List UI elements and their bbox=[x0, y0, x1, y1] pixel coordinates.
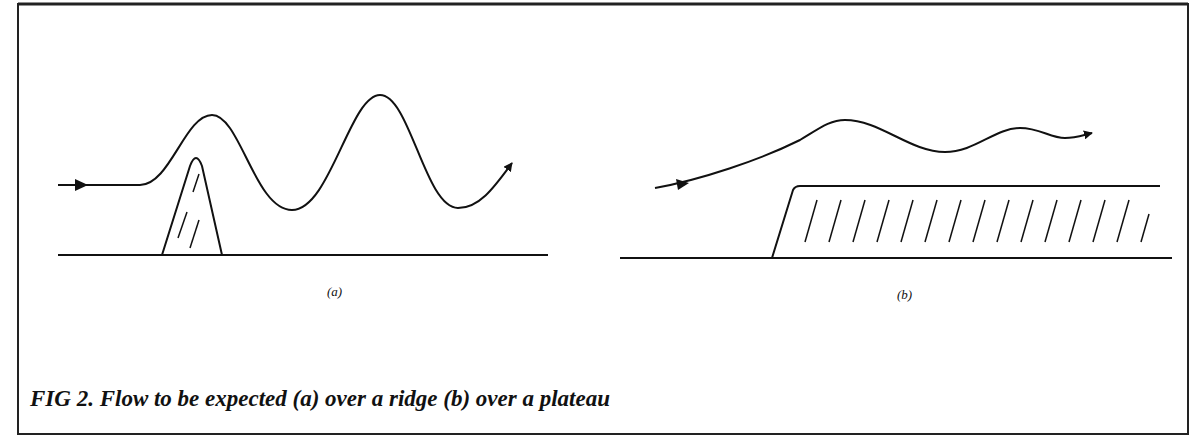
figure-part-label: (b) bbox=[897, 287, 912, 303]
flow-line bbox=[655, 120, 1092, 188]
ground-line bbox=[620, 257, 1172, 259]
ridge-outline bbox=[162, 158, 222, 255]
ground-line bbox=[58, 254, 548, 256]
frame-top bbox=[18, 3, 1188, 6]
flow-arrowhead bbox=[676, 179, 689, 190]
figure-caption: FIG 2. Flow to be expected (a) over a ri… bbox=[30, 386, 610, 412]
flow-arrowhead bbox=[75, 179, 88, 191]
ridge-hatching bbox=[178, 174, 199, 248]
plateau-hatching bbox=[805, 200, 1149, 242]
ridge-figure bbox=[58, 95, 548, 255]
plateau-outline bbox=[772, 186, 1160, 258]
figure-frame bbox=[18, 4, 1188, 434]
flow-line bbox=[58, 95, 512, 210]
plateau-figure bbox=[620, 120, 1172, 258]
figure-part-label: (a) bbox=[327, 284, 342, 300]
